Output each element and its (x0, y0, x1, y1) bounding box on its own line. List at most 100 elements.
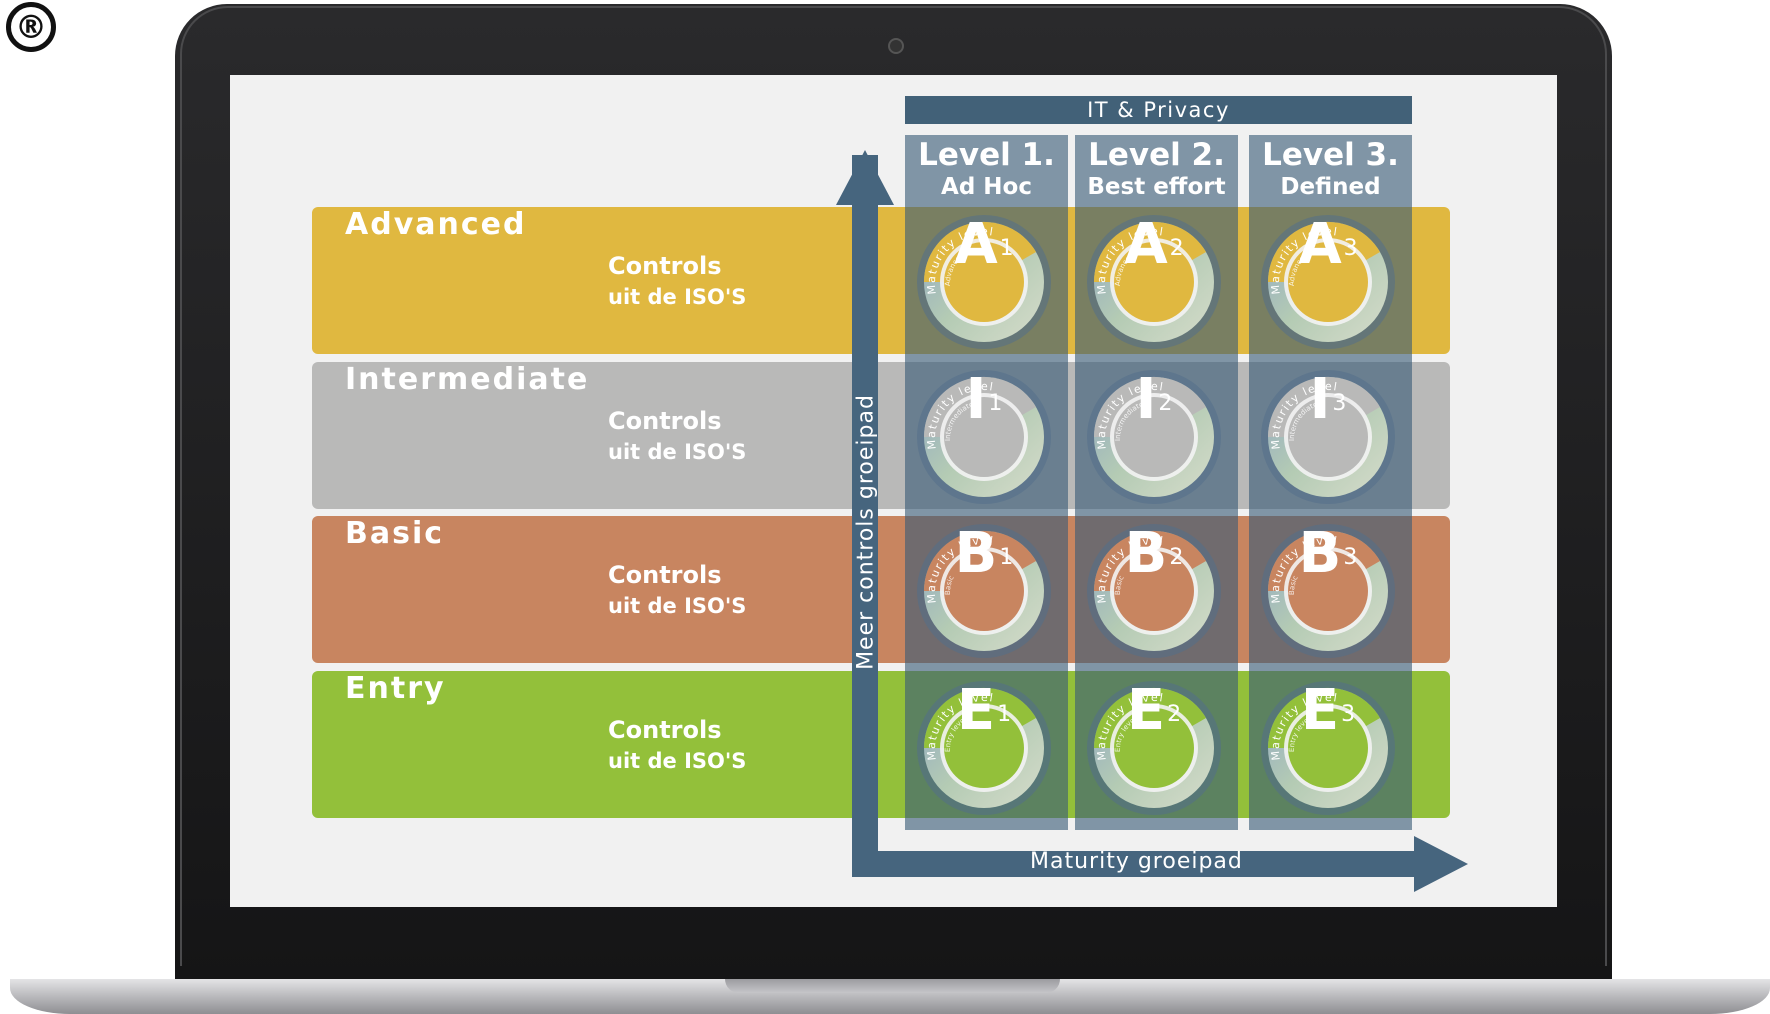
badge-level-number: 1 (988, 391, 1003, 416)
level-heading-2: Level 2.Best effort (1075, 137, 1238, 201)
it-privacy-header: IT & Privacy (905, 96, 1412, 124)
band-controls-text: Controls uit de ISO'S (608, 251, 746, 313)
badge-letter-text: I (965, 367, 987, 432)
level-subtitle: Best effort (1087, 174, 1226, 200)
laptop-bezel-edge (180, 6, 1607, 966)
badge-center (1114, 551, 1194, 631)
badge-level-number: 3 (1343, 545, 1358, 570)
x-axis-label: Maturity groeipad (1030, 849, 1243, 874)
level-title: Level 2. (1088, 137, 1225, 173)
badge-level-number: 1 (999, 236, 1014, 261)
badge-letter-text: A (1298, 212, 1342, 277)
ring-sublabel-path: Basic (944, 574, 956, 595)
badge-letter: A2 (1084, 212, 1224, 352)
y-axis-label: Meer controls groeipad (853, 394, 879, 670)
badge-letter: E1 (914, 678, 1054, 818)
band-name: Basic (345, 516, 445, 551)
badge-letter: B1 (914, 521, 1054, 661)
level-heading-3: Level 3.Defined (1249, 137, 1412, 201)
band-name: Entry (345, 671, 446, 706)
badge-letter: A3 (1258, 212, 1398, 352)
band-controls-text: Controls uit de ISO'S (608, 560, 746, 622)
band-name: Intermediate (345, 362, 590, 397)
badge-level-number: 3 (1343, 236, 1358, 261)
badge-level-number: 2 (1158, 391, 1173, 416)
badge-level-number: 2 (1169, 545, 1184, 570)
y-axis-arrow-icon (836, 150, 894, 205)
x-axis-arrow-icon (1414, 836, 1468, 892)
badge-letter: A1 (914, 212, 1054, 352)
badge-center (1288, 551, 1368, 631)
webcam-icon (888, 38, 904, 54)
ring-sublabel-path: Basic (1114, 574, 1126, 595)
controls-line-1: Controls (608, 407, 722, 435)
badge-ring-sublabel: Basic (944, 574, 956, 595)
badge-letter-text: E (956, 678, 996, 743)
badge-level-number: 1 (999, 545, 1014, 570)
badge-center (1288, 397, 1368, 477)
controls-line-1: Controls (608, 561, 722, 589)
x-axis-shaft (852, 851, 1417, 877)
badge-letter: B2 (1084, 521, 1224, 661)
badge-letter-text: B (1298, 521, 1342, 586)
badge-letter-text: B (1124, 521, 1168, 586)
controls-line-2: uit de ISO'S (608, 285, 747, 309)
badge-level-number: 2 (1169, 236, 1184, 261)
badge-center (1288, 242, 1368, 322)
level-subtitle: Defined (1280, 174, 1381, 200)
badge-ring-sublabel: Basic (1288, 574, 1300, 595)
badge-letter: I1 (914, 367, 1054, 507)
badge-level-number: 2 (1167, 702, 1182, 727)
badge-level-number: 3 (1332, 391, 1347, 416)
badge-letter: B3 (1258, 521, 1398, 661)
level-title: Level 1. (918, 137, 1055, 173)
badge-center (1288, 708, 1368, 788)
badge-letter: E3 (1258, 678, 1398, 818)
badge-letter-text: A (954, 212, 998, 277)
band-name: Advanced (345, 207, 527, 242)
level-subtitle: Ad Hoc (941, 174, 1032, 200)
y-axis-shaft (852, 155, 878, 877)
badge-center (944, 242, 1024, 322)
badge-letter-text: B (954, 521, 998, 586)
badge-center (944, 708, 1024, 788)
badge-letter: E2 (1084, 678, 1224, 818)
laptop-opening-notch (725, 979, 1060, 993)
badge-letter-text: E (1126, 678, 1166, 743)
level-heading-1: Level 1.Ad Hoc (905, 137, 1068, 201)
badge-letter-text: E (1300, 678, 1340, 743)
level-title: Level 3. (1262, 137, 1399, 173)
controls-line-2: uit de ISO'S (608, 594, 747, 618)
controls-line-1: Controls (608, 252, 722, 280)
badge-letter: I3 (1258, 367, 1398, 507)
controls-line-2: uit de ISO'S (608, 749, 747, 773)
badge-center (944, 397, 1024, 477)
badge-level-number: 3 (1341, 702, 1356, 727)
badge-letter-text: I (1309, 367, 1331, 432)
registered-trademark-icon: ® (6, 2, 56, 52)
badge-letter-text: I (1135, 367, 1157, 432)
